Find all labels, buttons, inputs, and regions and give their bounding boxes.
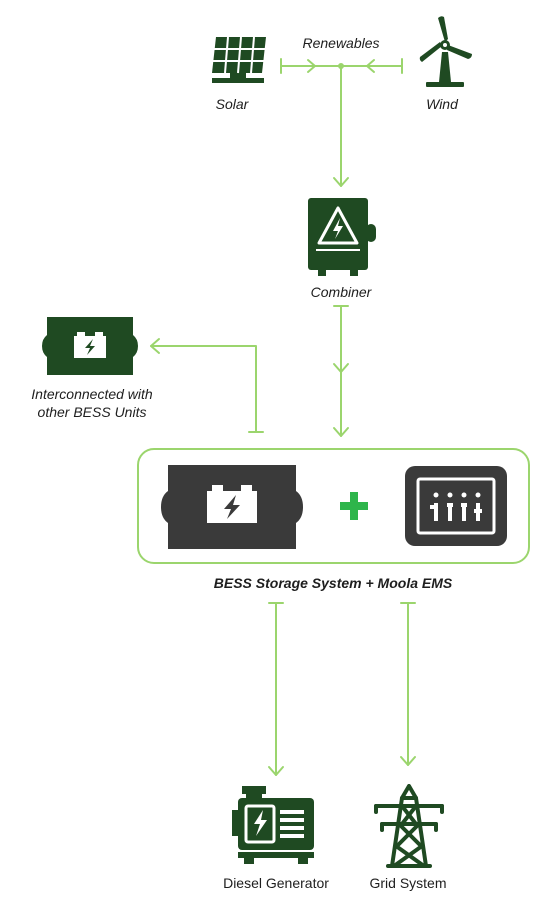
grid-system-label: Grid System bbox=[369, 875, 447, 891]
renewables-label: Renewables bbox=[302, 35, 380, 51]
interconnected-label-line1: Interconnected with bbox=[31, 386, 153, 402]
wind-label: Wind bbox=[426, 96, 458, 112]
combiner-label: Combiner bbox=[310, 284, 372, 300]
solar-label: Solar bbox=[215, 96, 249, 112]
bess-ems-label: BESS Storage System + Moola EMS bbox=[213, 575, 453, 591]
diesel-generator-label: Diesel Generator bbox=[223, 875, 329, 891]
solar-panel-icon bbox=[212, 36, 266, 83]
diesel-generator-icon bbox=[232, 786, 314, 864]
wind-turbine-icon bbox=[419, 16, 472, 87]
combiner-box-icon bbox=[308, 198, 376, 276]
plus-icon bbox=[340, 492, 368, 520]
battery-icon bbox=[42, 317, 138, 375]
battery-icon bbox=[161, 465, 303, 549]
interconnected-label-line2: other BESS Units bbox=[37, 404, 147, 420]
transmission-tower-icon bbox=[374, 784, 444, 868]
control-panel-icon bbox=[405, 466, 507, 546]
